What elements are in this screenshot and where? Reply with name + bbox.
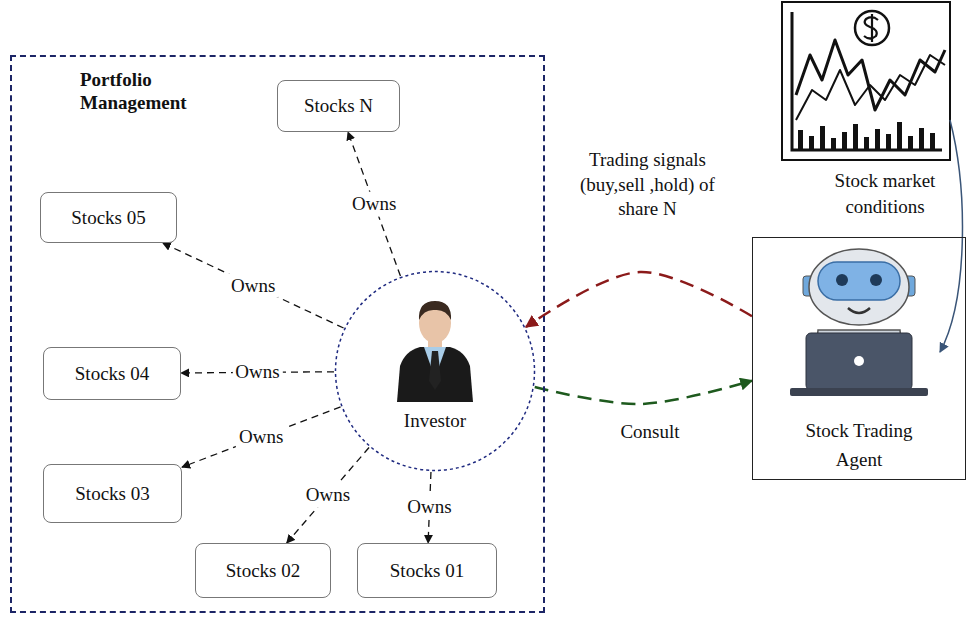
stock-box: Stocks 02 xyxy=(195,543,331,598)
dollar-coin xyxy=(855,11,889,45)
stock-box: Stocks 03 xyxy=(43,464,182,523)
edge-label: Owns xyxy=(228,273,278,298)
node-label: Stocks 01 xyxy=(390,560,464,582)
annotation-label: Stock market conditions xyxy=(822,168,948,219)
chart-bars xyxy=(798,122,935,150)
stock-box: Stocks 01 xyxy=(357,543,497,598)
edge-label: Owns xyxy=(232,360,282,385)
edge-label: Consult xyxy=(600,420,700,445)
connector xyxy=(287,447,369,543)
node-label: Stocks 04 xyxy=(75,363,149,385)
chart-line xyxy=(796,40,945,110)
circle-outline xyxy=(334,270,536,472)
market-feed-arrow xyxy=(940,120,962,352)
connector xyxy=(182,407,341,467)
stock-box: Stocks 04 xyxy=(43,347,181,400)
node-label: Investor xyxy=(404,410,466,432)
group-heading: Portfolio Management xyxy=(80,69,210,115)
node-label: Stock Trading Agent xyxy=(794,417,924,474)
node-label: Stocks 05 xyxy=(71,207,145,229)
node-label: Stocks N xyxy=(304,95,373,117)
robot-icon xyxy=(790,249,928,396)
stock-box: Stocks N xyxy=(277,80,400,132)
chart-frame xyxy=(782,2,950,160)
stock-chart-icon xyxy=(782,2,950,160)
edge-label: Owns xyxy=(236,425,286,450)
portfolio-group: Portfolio ManagementStocks N Stocks 05 Sto… xyxy=(10,55,545,613)
investor-figure xyxy=(397,301,473,402)
edge-label: Owns xyxy=(404,495,454,520)
agent-box: Stock Trading Agent xyxy=(752,237,966,480)
connector xyxy=(535,381,752,404)
connector xyxy=(526,272,752,327)
edge-label: Trading signals (buy,sell ,hold) of shar… xyxy=(565,148,730,222)
node-label: Stocks 03 xyxy=(75,483,149,505)
investor-circle: Investor xyxy=(334,270,536,472)
connector xyxy=(163,243,344,328)
node-label: Stocks 02 xyxy=(226,560,300,582)
stock-box: Stocks 05 xyxy=(40,192,177,243)
chart-line xyxy=(796,55,945,120)
edge-label: Owns xyxy=(303,483,353,508)
dollar-symbol xyxy=(864,14,878,42)
circle-outline xyxy=(336,272,535,471)
connector xyxy=(348,132,400,276)
edge-label: Owns xyxy=(349,192,399,217)
